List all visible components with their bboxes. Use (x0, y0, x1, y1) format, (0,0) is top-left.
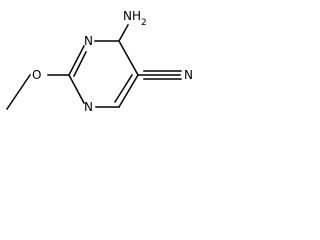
bond-c5-c6-inner (113, 73, 134, 104)
molecule-diagram: NH2 N N O N (5, 9, 193, 114)
bond-c4-nh2 (117, 23, 130, 43)
bond-c2-n3-inner (72, 50, 88, 78)
amino-label: NH2 (123, 9, 147, 28)
bond-c5-c6 (117, 73, 140, 109)
bond-c2-n3 (67, 44, 86, 77)
bond-o-ch3 (5, 73, 32, 111)
atom-labels: NH2 N N O N (32, 9, 193, 114)
nitrile-nitrogen: N (184, 68, 193, 82)
ring-nitrogen-upper: N (84, 34, 93, 48)
bonds (5, 23, 182, 111)
structure-canvas: NH2 N N O N (0, 0, 231, 120)
methoxy-oxygen: O (32, 68, 41, 82)
bond-n1-c2 (67, 73, 86, 105)
bond-c4-c5 (117, 39, 140, 77)
ring-nitrogen-lower: N (84, 100, 93, 114)
